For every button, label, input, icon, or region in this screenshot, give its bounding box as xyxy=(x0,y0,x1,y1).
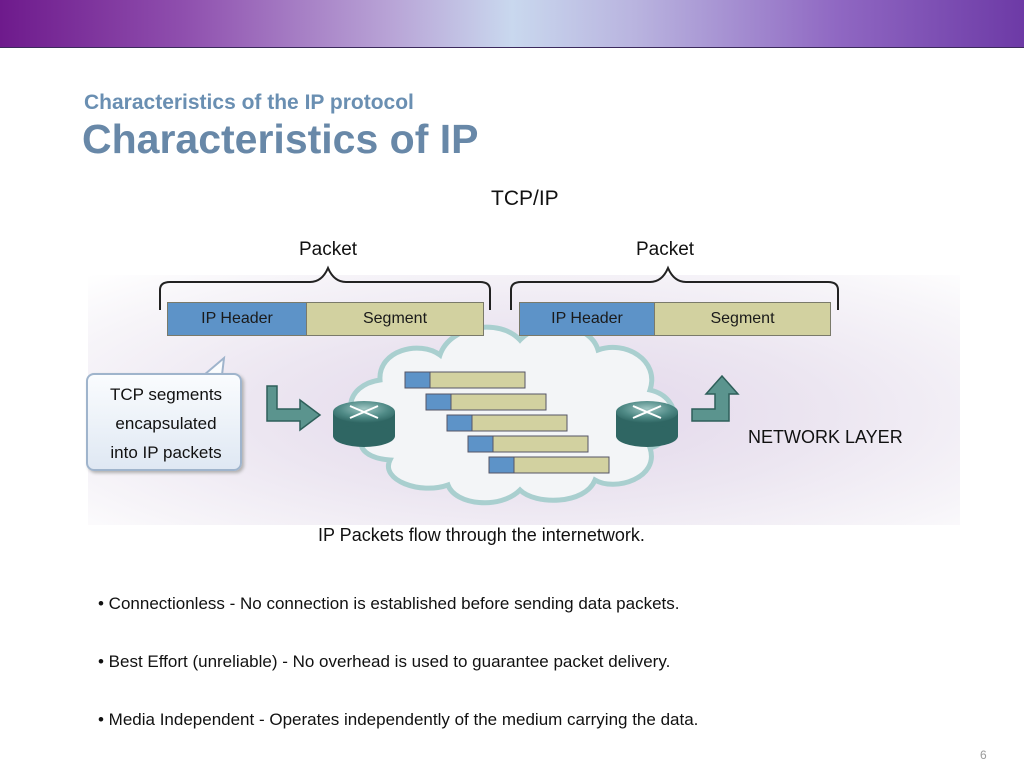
arrow-icon xyxy=(691,374,740,422)
arrow-icon xyxy=(266,385,322,432)
bullet-item: • Media Independent - Operates independe… xyxy=(98,710,699,729)
router-icon xyxy=(616,401,678,447)
callout-text: TCP segments xyxy=(109,385,223,404)
packet-stack xyxy=(404,371,610,474)
header-bar xyxy=(0,0,1024,48)
ip-header-cell: IP Header xyxy=(519,302,655,336)
diagram-caption: IP Packets flow through the internetwork… xyxy=(318,525,645,545)
ip-header-cell: IP Header xyxy=(167,302,307,336)
callout-box: TCP segments encapsulated into IP packet… xyxy=(86,373,242,471)
packet-label: Packet xyxy=(636,239,695,260)
packet-brace-right xyxy=(510,265,839,310)
packet-label: Packet xyxy=(299,239,358,260)
callout-text: encapsulated xyxy=(115,414,217,433)
bullet-item: • Best Effort (unreliable) - No overhead… xyxy=(98,652,671,671)
network-layer-label: NETWORK LAYER xyxy=(748,427,903,447)
packet-brace-left xyxy=(159,265,491,310)
segment-cell: Segment xyxy=(306,302,484,336)
page-number: 6 xyxy=(980,748,987,762)
diagram-heading: TCP/IP xyxy=(491,187,559,210)
callout-text: into IP packets xyxy=(110,443,222,462)
segment-cell: Segment xyxy=(654,302,831,336)
slide-subtitle: Characteristics of the IP protocol xyxy=(84,91,414,114)
router-icon xyxy=(333,401,395,447)
bullet-item: • Connectionless - No connection is esta… xyxy=(98,594,680,613)
slide-title: Characteristics of IP xyxy=(82,116,479,162)
